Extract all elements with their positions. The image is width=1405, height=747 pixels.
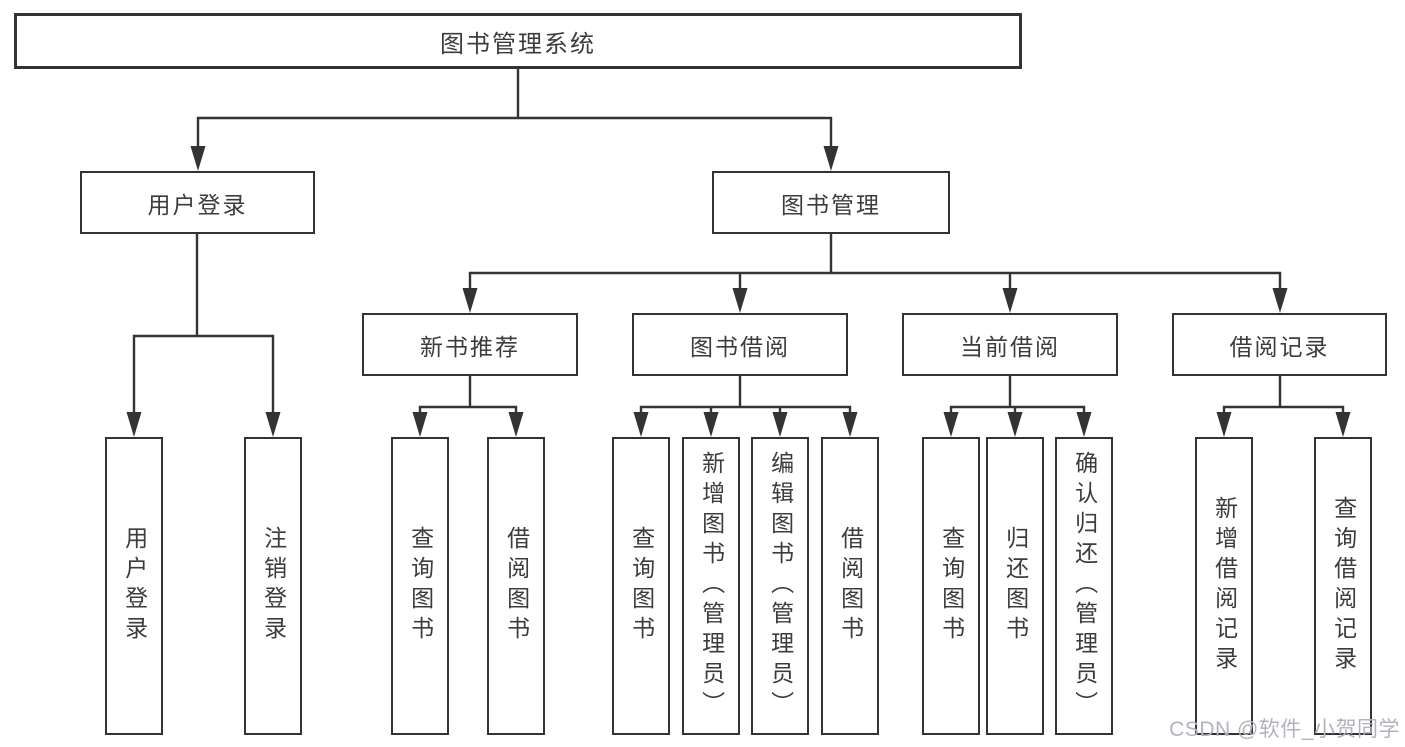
leaf-user-login-label: 用户登录 [121,526,148,646]
leaf-confirm-return-admin: 确认归还（管理员） [1055,437,1113,735]
leaf-return-book: 归还图书 [986,437,1044,735]
leaf-query-books-current: 查询图书 [922,437,980,735]
leaf-query-books-recommend-label: 查询图书 [407,526,434,646]
leaf-edit-book-admin-label: 编辑图书（管理员） [767,451,794,721]
leaf-query-borrow-record: 查询借阅记录 [1314,437,1372,735]
leaf-query-borrow-record-label: 查询借阅记录 [1330,496,1357,676]
leaf-add-borrow-record-label: 新增借阅记录 [1211,496,1238,676]
leaf-borrow-books-recommend: 借阅图书 [487,437,545,735]
leaf-logout-label: 注销登录 [260,526,287,646]
node-current-borrow: 当前借阅 [902,313,1118,376]
leaf-borrow-books-borrow: 借阅图书 [821,437,879,735]
node-new-book-recommend: 新书推荐 [362,313,578,376]
node-borrow-records: 借阅记录 [1172,313,1387,376]
leaf-query-books-current-label: 查询图书 [938,526,965,646]
leaf-query-books-borrow-label: 查询图书 [628,526,655,646]
leaf-edit-book-admin: 编辑图书（管理员） [751,437,809,735]
leaf-logout: 注销登录 [244,437,302,735]
node-library-system: 图书管理系统 [14,13,1022,69]
leaf-add-borrow-record: 新增借阅记录 [1195,437,1253,735]
node-book-borrow: 图书借阅 [632,313,848,376]
node-book-management: 图书管理 [712,171,950,234]
leaf-confirm-return-admin-label: 确认归还（管理员） [1071,451,1098,721]
leaf-borrow-books-borrow-label: 借阅图书 [837,526,864,646]
leaf-return-book-label: 归还图书 [1002,526,1029,646]
node-user-login: 用户登录 [80,171,315,234]
leaf-add-book-admin-label: 新增图书（管理员） [698,451,725,721]
leaf-borrow-books-recommend-label: 借阅图书 [503,526,530,646]
leaf-query-books-recommend: 查询图书 [391,437,449,735]
leaf-query-books-borrow: 查询图书 [612,437,670,735]
leaf-user-login: 用户登录 [105,437,163,735]
watermark: CSDN @软件_小贺同学 [1169,718,1400,741]
leaf-add-book-admin: 新增图书（管理员） [682,437,740,735]
